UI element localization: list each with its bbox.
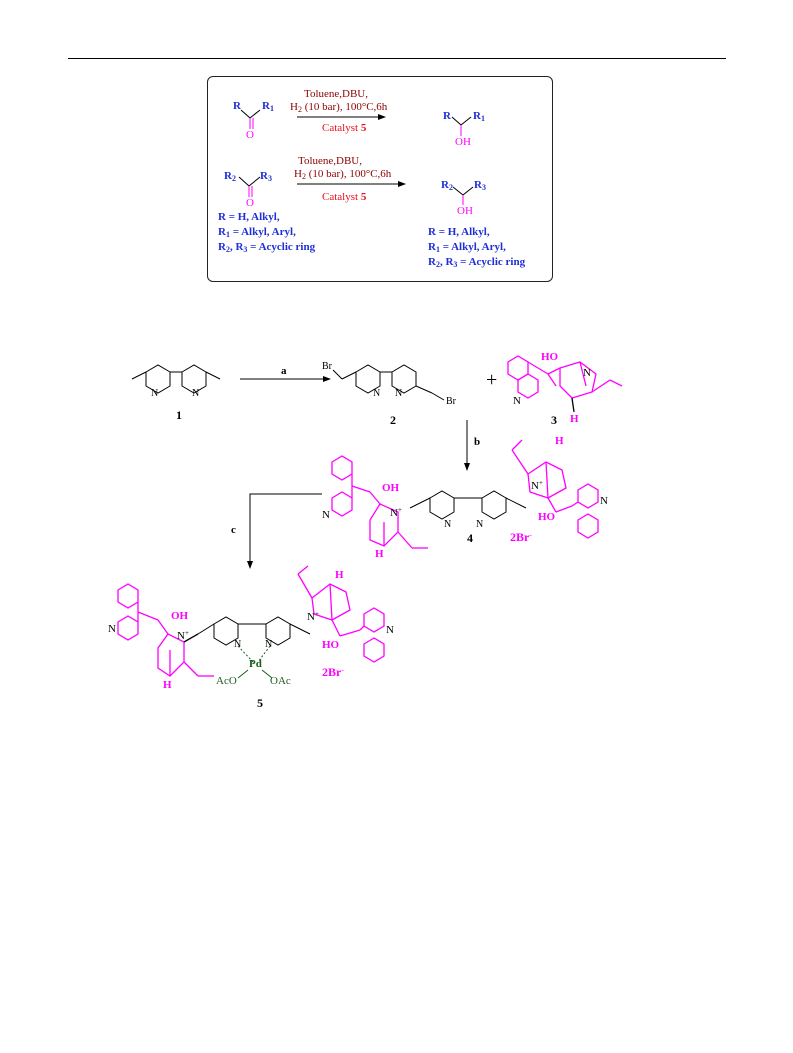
compound-1-label: 1 (176, 408, 182, 422)
scheme2-product-r3: R3 (474, 179, 486, 192)
compound-4-quinoline-n-left: N (322, 509, 330, 521)
compound-4-h-left: H (375, 548, 384, 560)
step-c-arrow (247, 493, 322, 569)
legend-right-line3: R2, R3 = Acyclic ring (428, 256, 526, 269)
compound-2-structure (332, 364, 445, 401)
scheme1-substrate-o: O (246, 129, 254, 141)
compound-2-label: 2 (390, 413, 396, 427)
compound-5-right-cinchona (297, 565, 385, 663)
compound-5-quinoline-n-right: N (386, 624, 394, 636)
compound-3-label: 3 (551, 413, 557, 427)
scheme1-product-r: R (443, 110, 451, 122)
compound-5-h-right: H (335, 569, 344, 581)
compound-4-left-cinchona (331, 455, 428, 549)
compound-1-structure (131, 364, 221, 394)
compound-4-ho: HO (538, 511, 556, 523)
legend-left-line2: R1 = Alkyl, Aryl, (218, 226, 296, 239)
compound-5-pd-bonds (237, 645, 271, 663)
step-a-label: a (281, 365, 287, 377)
compound-5-bipy-n-right: N (265, 639, 273, 650)
compound-5-oac: OAc (270, 675, 291, 687)
compound-4-h-right: H (555, 435, 564, 447)
legend-left-line1: R = H, Alkyl, (218, 211, 280, 223)
scheme2-condition-line2: H2 (10 bar), 100°C,6h (294, 168, 392, 181)
compound-4-bipy-n-left: N (444, 519, 452, 530)
compound-2-n-right: N (395, 388, 403, 399)
scheme2-product-oh: OH (457, 205, 473, 217)
scheme2-substrate-o: O (246, 197, 254, 209)
compound-3-ho: HO (541, 351, 559, 363)
compound-4-bipy-n-right: N (476, 519, 484, 530)
scheme1-catalyst: Catalyst 5 (322, 122, 367, 134)
compound-5-counterion: 2Br- (322, 665, 344, 679)
scheme1-product-r1: R1 (473, 110, 485, 123)
compound-1-n-right: N (192, 388, 200, 399)
compound-5-h-left: H (163, 679, 172, 691)
compound-3-h: H (570, 413, 579, 425)
compound-4-right-cinchona (511, 439, 599, 539)
compound-5-label: 5 (257, 696, 263, 710)
compound-4-quinoline-n-right: N (600, 495, 608, 507)
scheme2-substrate-r3: R3 (260, 170, 272, 183)
compound-5-pd: Pd (249, 658, 262, 670)
top-rule (68, 58, 726, 59)
compound-5-acetates (237, 669, 273, 679)
compound-5-aco: AcO (216, 675, 237, 687)
compound-3-n: N (583, 367, 591, 379)
compound-5-ho: HO (322, 639, 340, 651)
alcohol-product-2 (452, 186, 474, 205)
compound-5-bipy-n-left: N (234, 639, 242, 650)
compound-5-oh: OH (171, 610, 189, 622)
legend-left-line3: R2, R3 = Acyclic ring (218, 241, 316, 254)
reaction-scheme-box (207, 76, 553, 282)
compound-2-br-left: Br (322, 361, 332, 372)
compound-4-n-plus-left: N+ (390, 506, 402, 519)
compound-4-bipyridine (409, 490, 527, 520)
compound-5-quinoline-n-left: N (108, 623, 116, 635)
compound-4-oh: OH (382, 482, 400, 494)
scheme2-product-r2: R2 (441, 179, 453, 192)
scheme2-condition-line1: Toluene,DBU, (298, 155, 362, 167)
alcohol-product-1 (451, 116, 472, 136)
ketone-substrate-1 (240, 109, 261, 129)
compound-2-n-left: N (373, 388, 381, 399)
scheme2-catalyst: Catalyst 5 (322, 191, 367, 203)
scheme2-substrate-r2: R2 (224, 170, 236, 183)
compound-5-bipyridine (197, 616, 311, 646)
compound-4-n-plus-right: N+ (531, 479, 543, 492)
compound-5-n-plus-right: N+ (307, 610, 319, 623)
step-b-label: b (474, 436, 481, 448)
compound-2-br-right: Br (446, 396, 456, 407)
compound-5-left-cinchona (117, 583, 214, 677)
compound-3-quinoline-n: N (513, 395, 521, 407)
legend-right-line1: R = H, Alkyl, (428, 226, 490, 238)
scheme1-condition-line2: H2 (10 bar), 100°C,6h (290, 101, 388, 114)
legend-right-line2: R1 = Alkyl, Aryl, (428, 241, 506, 254)
compound-3-structure (507, 355, 623, 413)
plus-sign: + (486, 369, 498, 391)
scheme1-substrate-r1: R1 (262, 100, 274, 113)
step-c-label: c (231, 524, 236, 536)
scheme1-condition-line1: Toluene,DBU, (304, 88, 368, 100)
scheme1-substrate-r: R (233, 100, 241, 112)
scheme1-product-oh: OH (455, 136, 471, 148)
compound-1-n-left: N (151, 388, 159, 399)
compound-4-label: 4 (467, 531, 473, 545)
compound-4-counterion: 2Br- (510, 530, 532, 544)
compound-5-n-plus-left: N+ (177, 629, 189, 642)
ketone-substrate-2 (238, 176, 261, 197)
